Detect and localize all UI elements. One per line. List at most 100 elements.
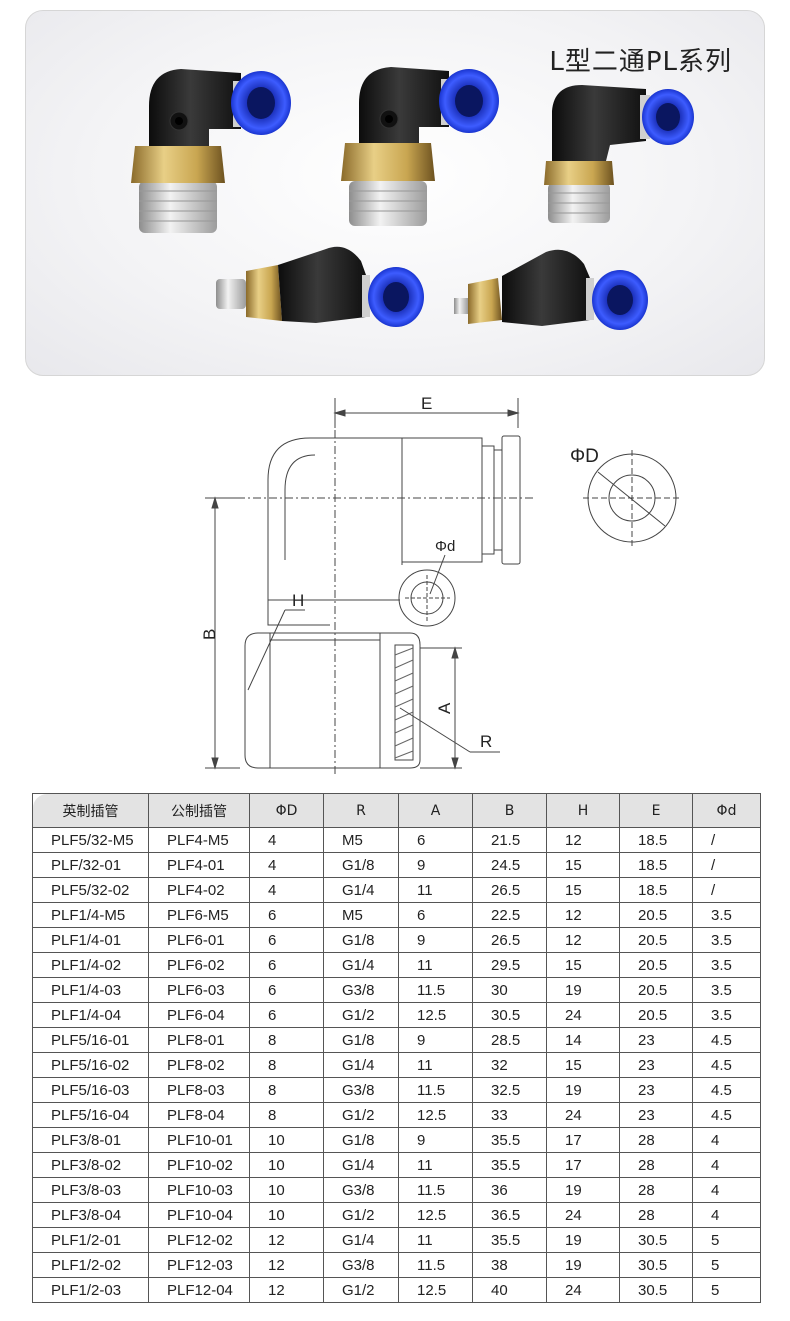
cell-phi-small-d: 4 bbox=[692, 1202, 761, 1228]
cell-phi-big-d: 6 bbox=[249, 952, 324, 978]
cell-r: G1/4 bbox=[323, 952, 399, 978]
cell-h: 24 bbox=[546, 1202, 620, 1228]
cell-r: G3/8 bbox=[323, 1252, 399, 1278]
cell-a: 11 bbox=[398, 877, 473, 903]
cell-phi-big-d: 6 bbox=[249, 902, 324, 928]
cell-r: G1/8 bbox=[323, 1027, 399, 1053]
cell-b: 22.5 bbox=[472, 902, 547, 928]
cell-r: G3/8 bbox=[323, 1177, 399, 1203]
cell-a: 11.5 bbox=[398, 1077, 473, 1103]
dim-label-b: B bbox=[200, 629, 219, 640]
cell-phi-small-d: 4.5 bbox=[692, 1027, 761, 1053]
cell-e: 30.5 bbox=[619, 1252, 693, 1278]
cell-h: 15 bbox=[546, 877, 620, 903]
cell-metric-tube: PLF6-M5 bbox=[148, 902, 250, 928]
cell-r: G1/2 bbox=[323, 1277, 399, 1303]
cell-metric-tube: PLF8-03 bbox=[148, 1077, 250, 1103]
header-phi-small-d: Φd bbox=[692, 793, 761, 828]
technical-drawing: E ΦD Φd H B A R bbox=[200, 394, 681, 775]
cell-imperial-tube: PLF/32-01 bbox=[32, 852, 149, 878]
cell-a: 11 bbox=[398, 952, 473, 978]
cell-a: 12.5 bbox=[398, 1202, 473, 1228]
cell-imperial-tube: PLF5/16-02 bbox=[32, 1052, 149, 1078]
header-b: B bbox=[472, 793, 547, 828]
cell-metric-tube: PLF6-01 bbox=[148, 927, 250, 953]
cell-e: 23 bbox=[619, 1102, 693, 1128]
cell-h: 15 bbox=[546, 1052, 620, 1078]
photo-title: L型二通PL系列 bbox=[549, 47, 732, 77]
cell-a: 9 bbox=[398, 852, 473, 878]
cell-a: 12.5 bbox=[398, 1002, 473, 1028]
cell-h: 15 bbox=[546, 952, 620, 978]
cell-metric-tube: PLF8-01 bbox=[148, 1027, 250, 1053]
cell-imperial-tube: PLF1/2-01 bbox=[32, 1227, 149, 1253]
cell-b: 33 bbox=[472, 1102, 547, 1128]
cell-a: 11 bbox=[398, 1152, 473, 1178]
cell-phi-small-d: 3.5 bbox=[692, 902, 761, 928]
cell-r: G1/4 bbox=[323, 1227, 399, 1253]
cell-a: 6 bbox=[398, 827, 473, 853]
spec-table-header: 英制插管 公制插管 ΦD R A B H E Φd bbox=[32, 793, 761, 828]
cell-h: 19 bbox=[546, 1177, 620, 1203]
cell-phi-big-d: 6 bbox=[249, 977, 324, 1003]
cell-phi-small-d: 4.5 bbox=[692, 1077, 761, 1103]
cell-b: 36.5 bbox=[472, 1202, 547, 1228]
dim-label-h: H bbox=[292, 591, 304, 610]
cell-imperial-tube: PLF5/16-03 bbox=[32, 1077, 149, 1103]
cell-b: 30 bbox=[472, 977, 547, 1003]
cell-e: 30.5 bbox=[619, 1227, 693, 1253]
cell-metric-tube: PLF10-02 bbox=[148, 1152, 250, 1178]
cell-imperial-tube: PLF5/32-M5 bbox=[32, 827, 149, 853]
cell-e: 20.5 bbox=[619, 952, 693, 978]
cell-h: 19 bbox=[546, 1227, 620, 1253]
cell-phi-small-d: / bbox=[692, 827, 761, 853]
cell-e: 20.5 bbox=[619, 902, 693, 928]
cell-r: G1/4 bbox=[323, 1152, 399, 1178]
cell-imperial-tube: PLF1/4-M5 bbox=[32, 902, 149, 928]
cell-imperial-tube: PLF3/8-04 bbox=[32, 1202, 149, 1228]
cell-a: 9 bbox=[398, 927, 473, 953]
cell-imperial-tube: PLF1/2-02 bbox=[32, 1252, 149, 1278]
cell-metric-tube: PLF8-04 bbox=[148, 1102, 250, 1128]
cell-h: 24 bbox=[546, 1277, 620, 1303]
cell-r: G1/8 bbox=[323, 927, 399, 953]
cell-phi-small-d: 5 bbox=[692, 1252, 761, 1278]
cell-phi-small-d: 4.5 bbox=[692, 1052, 761, 1078]
fitting-photo-5 bbox=[454, 249, 648, 330]
header-a: A bbox=[398, 793, 473, 828]
cell-r: G1/8 bbox=[323, 1127, 399, 1153]
cell-a: 6 bbox=[398, 902, 473, 928]
cell-b: 32.5 bbox=[472, 1077, 547, 1103]
cell-phi-big-d: 12 bbox=[249, 1252, 324, 1278]
cell-e: 28 bbox=[619, 1127, 693, 1153]
cell-a: 12.5 bbox=[398, 1102, 473, 1128]
cell-imperial-tube: PLF5/16-01 bbox=[32, 1027, 149, 1053]
cell-metric-tube: PLF6-04 bbox=[148, 1002, 250, 1028]
cell-r: G1/8 bbox=[323, 852, 399, 878]
cell-metric-tube: PLF12-03 bbox=[148, 1252, 250, 1278]
cell-metric-tube: PLF12-04 bbox=[148, 1277, 250, 1303]
cell-h: 17 bbox=[546, 1152, 620, 1178]
cell-b: 21.5 bbox=[472, 827, 547, 853]
cell-metric-tube: PLF12-02 bbox=[148, 1227, 250, 1253]
cell-phi-big-d: 10 bbox=[249, 1202, 324, 1228]
cell-phi-big-d: 8 bbox=[249, 1077, 324, 1103]
cell-imperial-tube: PLF3/8-02 bbox=[32, 1152, 149, 1178]
cell-b: 28.5 bbox=[472, 1027, 547, 1053]
header-imperial-tube: 英制插管 bbox=[32, 793, 149, 828]
cell-e: 20.5 bbox=[619, 977, 693, 1003]
